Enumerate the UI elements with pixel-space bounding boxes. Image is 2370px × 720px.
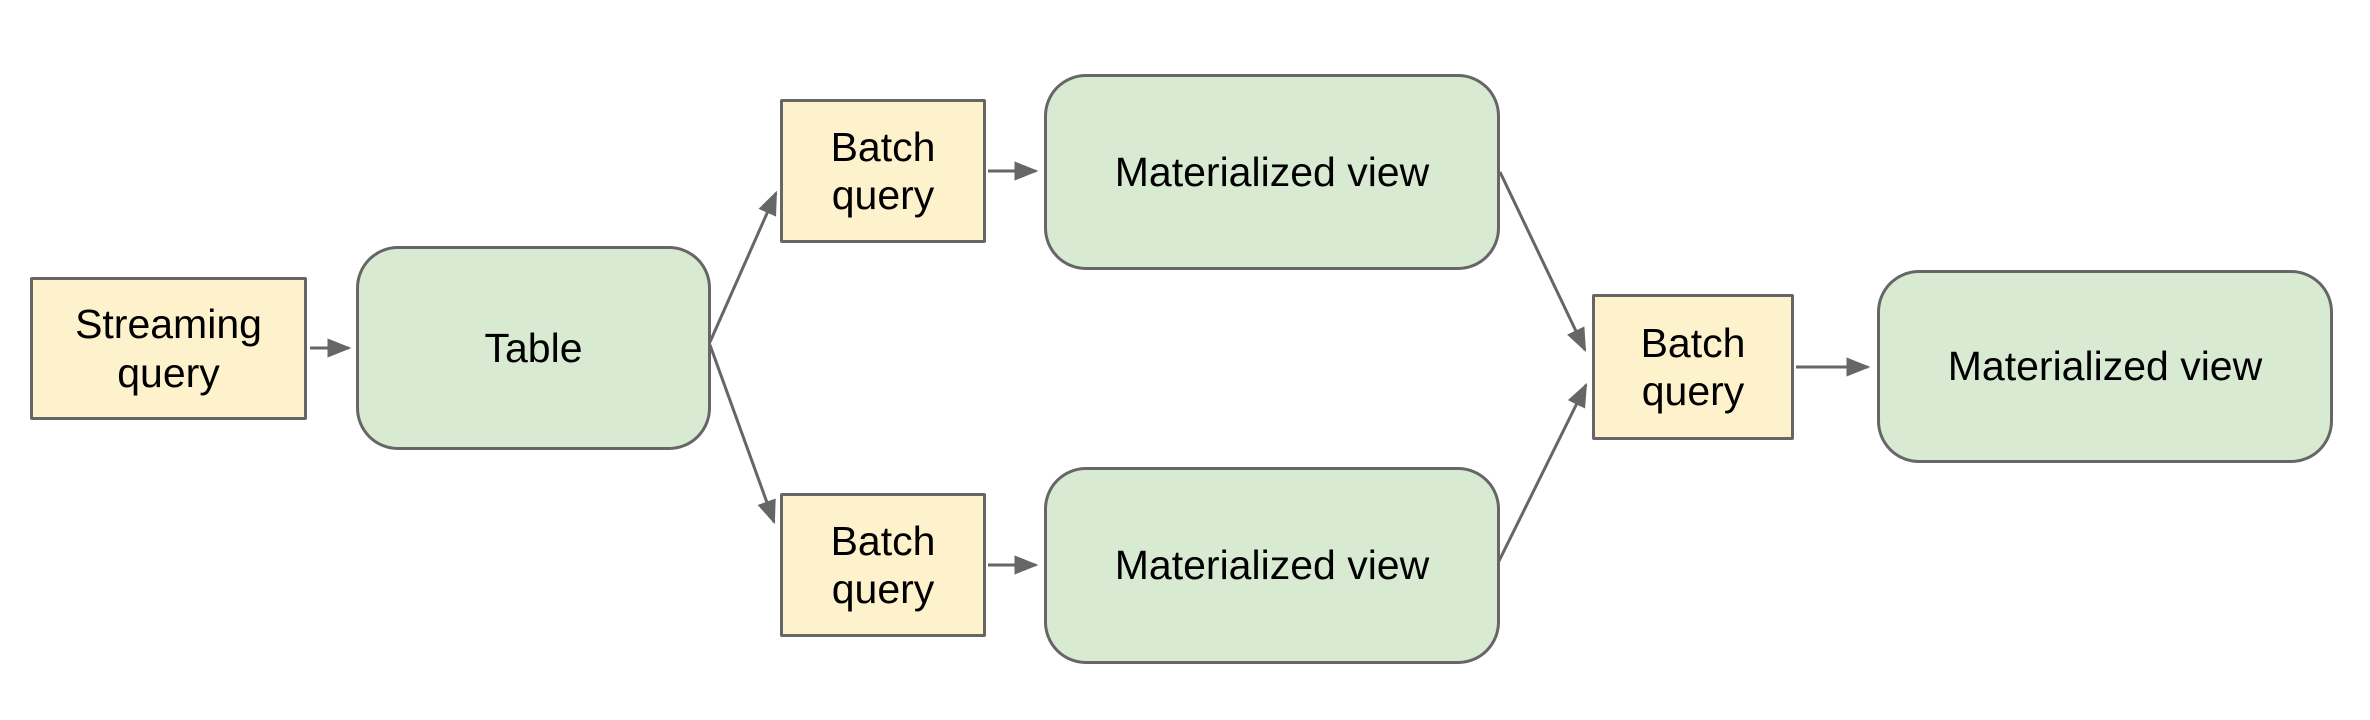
node-materialized-view-top-label: Materialized view [1114, 148, 1430, 195]
node-materialized-view-top: Materialized view [1044, 74, 1500, 270]
node-batch-query-right-label: Batch query [1640, 319, 1746, 414]
node-batch-query-bottom: Batch query [780, 493, 986, 637]
edge-table-to-batch-query-top [708, 190, 778, 343]
node-materialized-view-bottom-label: Materialized view [1114, 542, 1430, 589]
edge-mv-top-to-batch-query-right [1498, 171, 1587, 353]
node-materialized-view-final: Materialized view [1877, 270, 2333, 463]
node-streaming-query-label: Streaming query [75, 301, 262, 396]
edge-mv-bottom-to-batch-query-right [1496, 382, 1588, 564]
node-table-label: Table [484, 324, 583, 371]
node-batch-query-top-label: Batch query [830, 123, 936, 218]
node-batch-query-right: Batch query [1592, 294, 1794, 440]
node-materialized-view-bottom: Materialized view [1044, 467, 1500, 664]
node-batch-query-top: Batch query [780, 99, 986, 243]
node-table: Table [356, 246, 711, 450]
node-materialized-view-final-label: Materialized view [1947, 343, 2263, 390]
edge-table-to-batch-query-bottom [708, 344, 776, 525]
node-streaming-query: Streaming query [30, 277, 307, 420]
node-batch-query-bottom-label: Batch query [830, 517, 936, 612]
